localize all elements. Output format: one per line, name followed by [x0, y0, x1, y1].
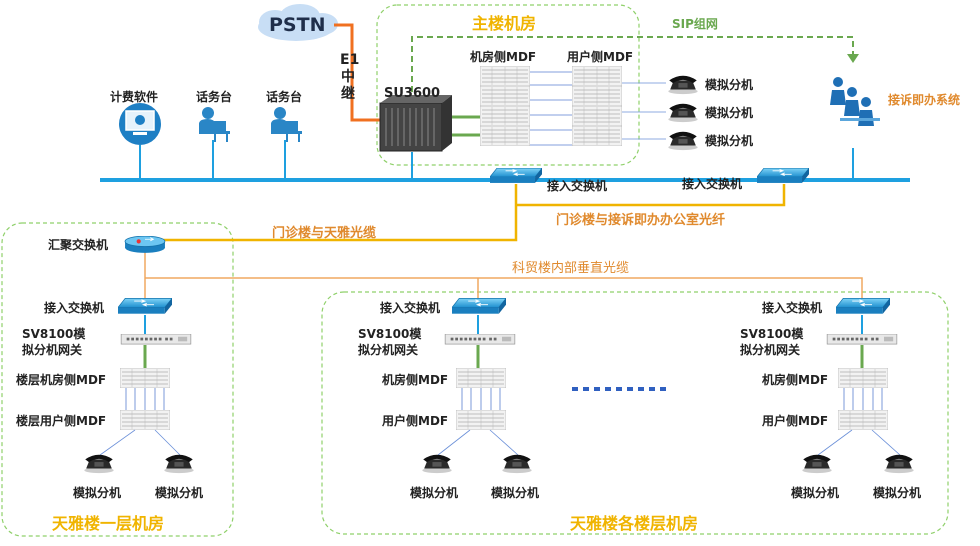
analog-ext-label: 模拟分机	[873, 486, 922, 500]
phone-icon	[668, 75, 698, 95]
tianya-floors-boundary	[321, 291, 949, 535]
e1-trunk-line	[334, 23, 380, 122]
floor-mdf-user-label: 楼层用户侧MDF	[16, 414, 107, 428]
gateway-icon	[826, 334, 898, 345]
mdf-panel-icon	[456, 368, 506, 388]
analog-ext-label: 模拟分机	[155, 486, 204, 500]
mdf-jumpers	[461, 388, 501, 410]
analog-ext-label: 模拟分机	[705, 134, 754, 148]
phone-icon	[668, 103, 698, 123]
fiber-outpatient-complaint	[516, 184, 786, 207]
access-switch-label: 接入交换机	[547, 179, 608, 193]
mdf-room-side-label: 机房侧MDF	[470, 50, 537, 64]
mdf-jumpers	[530, 71, 572, 146]
mdf-jumpers	[125, 388, 165, 410]
access-switch-label: 接入交换机	[762, 301, 823, 315]
computer-icon	[119, 103, 161, 145]
phone-icon	[164, 454, 194, 474]
analog-ext-label: 模拟分机	[491, 486, 540, 500]
mdf-user-label: 用户侧MDF	[762, 414, 829, 428]
phone-icon	[668, 131, 698, 151]
phone-icon	[502, 454, 532, 474]
switch-icon	[836, 298, 890, 315]
tianya-floors-title: 天雅楼各楼层机房	[570, 514, 699, 533]
fiber-outpatient-tianya	[162, 184, 518, 242]
analog-ext-label: 模拟分机	[705, 78, 754, 92]
fiber-outpatient-complaint-label: 门诊楼与接诉即办办公室光纤	[556, 213, 726, 228]
phone-icon	[884, 454, 914, 474]
mdf-panel-icon	[838, 368, 888, 388]
analog-ext-label: 模拟分机	[791, 486, 840, 500]
fiber-outpatient-tianya-label: 门诊楼与天雅光缆	[272, 226, 377, 241]
switch-icon	[757, 168, 809, 184]
sv8100-label-line1: SV8100模	[22, 327, 86, 341]
mdf-room-label: 机房侧MDF	[762, 373, 829, 387]
extension-lines	[99, 429, 181, 456]
analog-ext-label: 模拟分机	[410, 486, 459, 500]
pstn-label: PSTN	[269, 14, 326, 36]
mdf-panel-icon	[120, 410, 170, 430]
mdf-panel-icon	[838, 410, 888, 430]
analog-ext-label: 模拟分机	[705, 106, 754, 120]
analog-ext-label: 模拟分机	[73, 486, 122, 500]
phone-icon	[422, 454, 452, 474]
call-center-icon	[830, 77, 880, 126]
mdf-user-label: 用户侧MDF	[382, 414, 449, 428]
billing-label: 计费软件	[110, 90, 159, 104]
sip-link	[411, 36, 854, 92]
access-switch-label: 接入交换机	[380, 301, 441, 315]
mdf-jumpers	[843, 388, 883, 410]
access-switch-label: 接入交换机	[682, 177, 743, 191]
sv8100-label-line2: 拟分机网关	[358, 343, 419, 357]
sip-network-label: SIP组网	[672, 17, 718, 31]
tianya-first-floor-boundary	[1, 222, 234, 537]
switch-icon	[490, 168, 542, 184]
phone-icon	[802, 454, 832, 474]
extension-lines	[817, 429, 901, 456]
su3600-label: SU3600	[384, 86, 441, 101]
sv8100-label-line2: 拟分机网关	[22, 343, 83, 357]
main-room-boundary	[376, 4, 640, 166]
e1-trunk-label: E1 中 继	[340, 52, 360, 102]
phone-icon	[84, 454, 114, 474]
bus-drops	[139, 140, 854, 180]
cloud-icon	[258, 4, 338, 41]
fiber-kemao-vertical	[144, 250, 863, 300]
floor-mdf-room-label: 楼层机房侧MDF	[16, 373, 107, 387]
pbx-icon	[379, 95, 452, 152]
sv8100-label-line2: 拟分机网关	[740, 343, 801, 357]
operator-label: 话务台	[196, 90, 233, 104]
mdf-panel-icon	[480, 66, 530, 146]
sip-arrow-icon	[847, 54, 859, 63]
gateway-icon	[120, 334, 192, 345]
mdf-room-label: 机房侧MDF	[382, 373, 449, 387]
mdf-user-side-label: 用户侧MDF	[567, 50, 634, 64]
router-icon	[124, 236, 166, 253]
switch-icon	[452, 298, 506, 315]
extension-lines	[437, 429, 519, 456]
operator-icon	[199, 107, 230, 142]
access-switch-label: 接入交换机	[44, 301, 105, 315]
operator-label: 话务台	[266, 90, 303, 104]
mdf-panel-icon	[572, 66, 622, 146]
operator-icon	[271, 107, 302, 142]
fiber-kemao-vertical-label: 科贸楼内部垂直光缆	[512, 261, 630, 276]
sv8100-label-line1: SV8100模	[740, 327, 804, 341]
gateway-icon	[444, 334, 516, 345]
sv8100-label-line1: SV8100模	[358, 327, 422, 341]
tianya-first-floor-title: 天雅楼一层机房	[52, 514, 165, 533]
switch-icon	[118, 298, 172, 315]
complaint-system-label: 接诉即办系统	[888, 93, 961, 107]
mdf-panel-icon	[456, 410, 506, 430]
mdf-panel-icon	[120, 368, 170, 388]
main-room-title: 主楼机房	[472, 14, 537, 33]
extension-lines	[622, 82, 666, 140]
aggregation-switch-label: 汇聚交换机	[48, 238, 109, 252]
